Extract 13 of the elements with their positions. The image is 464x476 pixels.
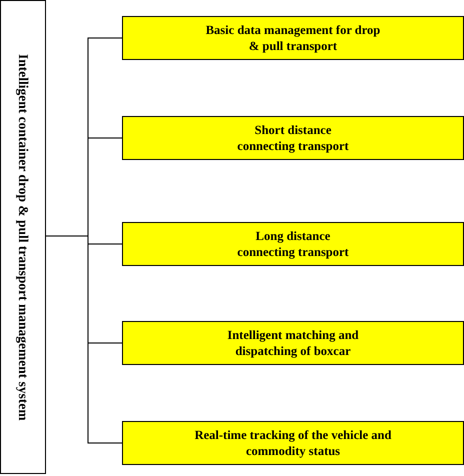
module-label: Long distance connecting transport <box>236 228 350 260</box>
module-box <box>122 16 464 60</box>
module-box <box>122 222 464 266</box>
root-box <box>0 0 46 474</box>
module-label: Intelligent matching and dispatching of boxcar <box>226 326 360 360</box>
system-title: Intelligent container drop & pull transport management system <box>15 54 31 420</box>
module-box <box>122 116 464 160</box>
module-label: Basic data management for drop & pull transport <box>206 22 380 54</box>
module-label: Short distance connecting transport <box>236 122 350 154</box>
module-label: Real-time tracking of the vehicle and commodity status <box>194 426 392 460</box>
module-box <box>122 321 464 365</box>
module-box <box>122 421 464 465</box>
connector-line <box>46 236 122 444</box>
